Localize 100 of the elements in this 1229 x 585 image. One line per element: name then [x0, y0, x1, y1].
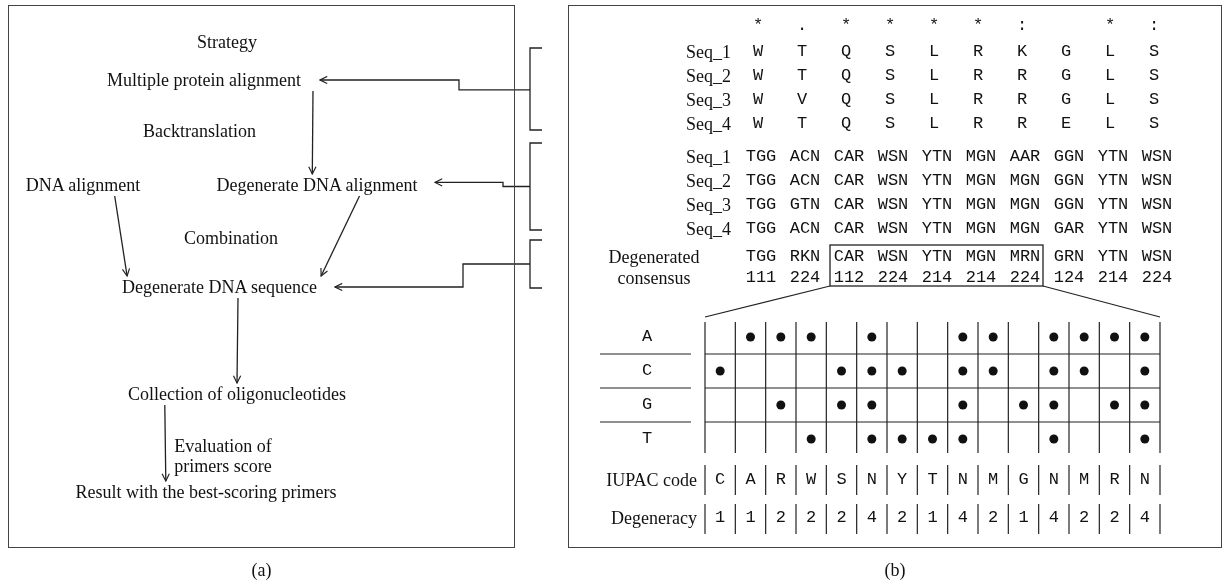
residue-letter: S — [884, 113, 896, 135]
residue-letter: Q — [840, 113, 852, 135]
residue-letter: K — [1016, 41, 1028, 63]
degeneracy-number: 214 — [1097, 267, 1129, 289]
arrow — [308, 90, 317, 175]
panel-caption: (a) — [251, 559, 272, 581]
conservation-mark: * — [972, 15, 984, 37]
code-letter: T — [927, 469, 938, 491]
code-letter: C — [715, 469, 726, 491]
codon: YTN — [1097, 194, 1129, 216]
degeneracy-number: 4 — [1139, 507, 1150, 529]
residue-letter: W — [752, 41, 764, 63]
degeneracy-number: 2 — [988, 507, 999, 529]
codon: WSN — [877, 246, 909, 268]
arrow — [114, 195, 131, 277]
codon: YTN — [921, 170, 953, 192]
sequence-name: Seq_2 — [686, 170, 731, 192]
code-letter: W — [806, 469, 817, 491]
row-label: A — [641, 326, 653, 348]
residue-letter: G — [1060, 89, 1072, 111]
codon: TGG — [745, 218, 777, 240]
codon: MGN — [965, 146, 997, 168]
sequence-name: Seq_4 — [686, 218, 731, 240]
codon: GAR — [1053, 218, 1085, 240]
degeneracy-number: 224 — [1009, 267, 1041, 289]
codon: CAR — [833, 218, 865, 240]
codon: WSN — [1141, 218, 1173, 240]
residue-letter: S — [884, 89, 896, 111]
sequence-name: Seq_4 — [686, 113, 731, 135]
residue-letter: L — [928, 89, 940, 111]
residue-letter: R — [972, 41, 984, 63]
residue-letter: G — [1060, 65, 1072, 87]
degeneracy-number: 1 — [715, 507, 726, 529]
code-letter: N — [866, 469, 877, 491]
codon: WSN — [877, 146, 909, 168]
codon: YTN — [1097, 170, 1129, 192]
conservation-mark: * — [752, 15, 764, 37]
residue-letter: L — [928, 113, 940, 135]
code-letter: N — [1048, 469, 1059, 491]
code-letter: M — [988, 469, 999, 491]
degeneracy-number: 2 — [1109, 507, 1120, 529]
code-letter: M — [1079, 469, 1090, 491]
codon: CAR — [833, 194, 865, 216]
codon: TGG — [745, 146, 777, 168]
codon: GGN — [1053, 194, 1085, 216]
residue-letter: S — [1148, 65, 1160, 87]
arrow — [320, 195, 361, 277]
codon: MGN — [1009, 218, 1041, 240]
code-letter: G — [1018, 469, 1029, 491]
arrow — [319, 75, 531, 91]
residue-letter: S — [884, 65, 896, 87]
codon: MGN — [1009, 170, 1041, 192]
codon: YTN — [921, 218, 953, 240]
row-label: Degeneracy — [611, 507, 697, 529]
residue-letter: S — [1148, 41, 1160, 63]
codon: WSN — [1141, 246, 1173, 268]
codon: MGN — [965, 218, 997, 240]
code-letter: A — [745, 469, 756, 491]
step-text: Collection of oligonucleotides — [108, 383, 366, 405]
residue-letter: S — [1148, 113, 1160, 135]
degeneracy-number: 111 — [745, 267, 777, 289]
code-letter: S — [836, 469, 847, 491]
bracket — [529, 142, 543, 231]
degeneracy-number: 4 — [1048, 507, 1059, 529]
codon: YTN — [921, 194, 953, 216]
panel-caption: (b) — [884, 559, 906, 581]
codon: ACN — [789, 170, 821, 192]
degeneracy-number: 1 — [1018, 507, 1029, 529]
codon: WSN — [877, 170, 909, 192]
residue-letter: L — [1104, 41, 1116, 63]
codon: MGN — [965, 194, 997, 216]
residue-letter: R — [972, 89, 984, 111]
row-label: IUPAC code — [606, 469, 697, 491]
row-label: Degenerated consensus — [607, 247, 701, 289]
sequence-name: Seq_3 — [686, 194, 731, 216]
residue-letter: G — [1060, 41, 1072, 63]
codon: MGN — [965, 246, 997, 268]
codon: GTN — [789, 194, 821, 216]
degeneracy-number: 2 — [806, 507, 817, 529]
code-letter: Y — [897, 469, 908, 491]
codon: YTN — [1097, 146, 1129, 168]
step-text: DNA alignment — [14, 174, 152, 196]
residue-letter: L — [928, 65, 940, 87]
conservation-mark: * — [1104, 15, 1116, 37]
codon: YTN — [921, 146, 953, 168]
degeneracy-number: 224 — [789, 267, 821, 289]
conservation-mark: . — [796, 15, 808, 37]
degeneracy-number: 224 — [1141, 267, 1173, 289]
step-text: Degenerate DNA alignment — [199, 174, 435, 196]
residue-letter: Q — [840, 89, 852, 111]
residue-letter: L — [1104, 65, 1116, 87]
codon: WSN — [1141, 146, 1173, 168]
codon: TGG — [745, 194, 777, 216]
residue-letter: R — [1016, 113, 1028, 135]
degeneracy-number: 214 — [965, 267, 997, 289]
codon: MGN — [965, 170, 997, 192]
codon: WSN — [877, 194, 909, 216]
degeneracy-number: 224 — [877, 267, 909, 289]
residue-letter: L — [928, 41, 940, 63]
degeneracy-number: 2 — [836, 507, 847, 529]
